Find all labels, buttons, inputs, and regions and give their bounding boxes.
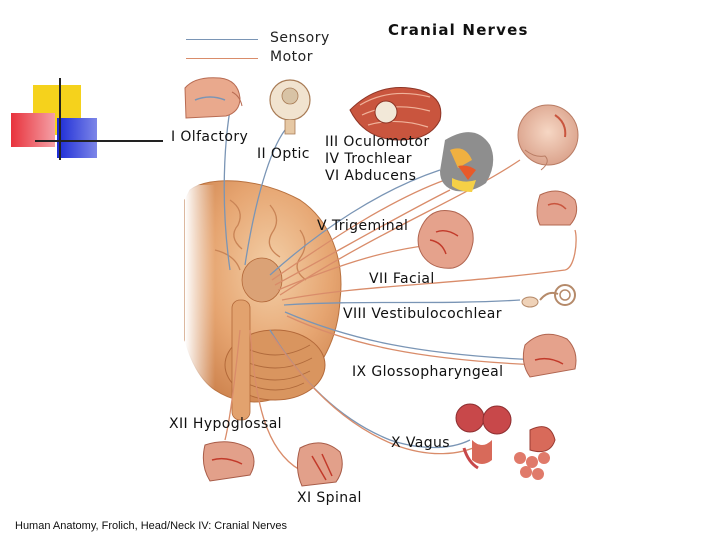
glossopharyngeal-head-illustration (522, 333, 577, 378)
legend-sensory-label: Sensory (270, 30, 330, 46)
legend-sensory-line (186, 39, 258, 40)
inner-ear-illustration (521, 284, 576, 308)
label-facial: VII Facial (369, 271, 435, 287)
diagram-title: Cranial Nerves (388, 21, 529, 39)
nasal-cavity-illustration (536, 190, 578, 226)
label-hypoglossal: XII Hypoglossal (169, 416, 282, 432)
legend-motor-line (186, 58, 258, 59)
spinal-accessory-illustration (296, 442, 343, 487)
vagus-organs-illustration (455, 403, 556, 480)
deco-blue-square (57, 118, 97, 158)
label-vagus: X Vagus (391, 435, 450, 451)
slide-caption: Human Anatomy, Frolich, Head/Neck IV: Cr… (15, 520, 288, 532)
legend-motor-label: Motor (270, 49, 313, 65)
label-spinal: XI Spinal (297, 490, 362, 506)
label-trigeminal: V Trigeminal (317, 218, 409, 234)
label-trochlear: IV Trochlear (325, 151, 412, 167)
label-oculomotor: III Oculomotor (325, 134, 430, 150)
deco-horizontal-line (35, 140, 163, 142)
facial-head-illustration (517, 104, 579, 171)
brain-base (184, 180, 342, 440)
label-vestibulocochlear: VIII Vestibulocochlear (343, 306, 502, 322)
label-glossopharyngeal: IX Glossopharyngeal (352, 364, 504, 380)
trigeminal-head-map-illustration (440, 132, 494, 192)
hypoglossal-illustration (202, 441, 255, 482)
label-olfactory: I Olfactory (171, 129, 249, 145)
label-optic: II Optic (257, 146, 310, 162)
trigeminal-face-illustration (417, 210, 474, 269)
label-abducens: VI Abducens (325, 168, 417, 184)
optic-eye-illustration (269, 79, 311, 135)
olfactory-nose-illustration (184, 77, 243, 119)
eye-muscles-illustration (349, 87, 442, 141)
deco-vertical-line (59, 78, 61, 160)
nerve-lines (223, 109, 577, 471)
